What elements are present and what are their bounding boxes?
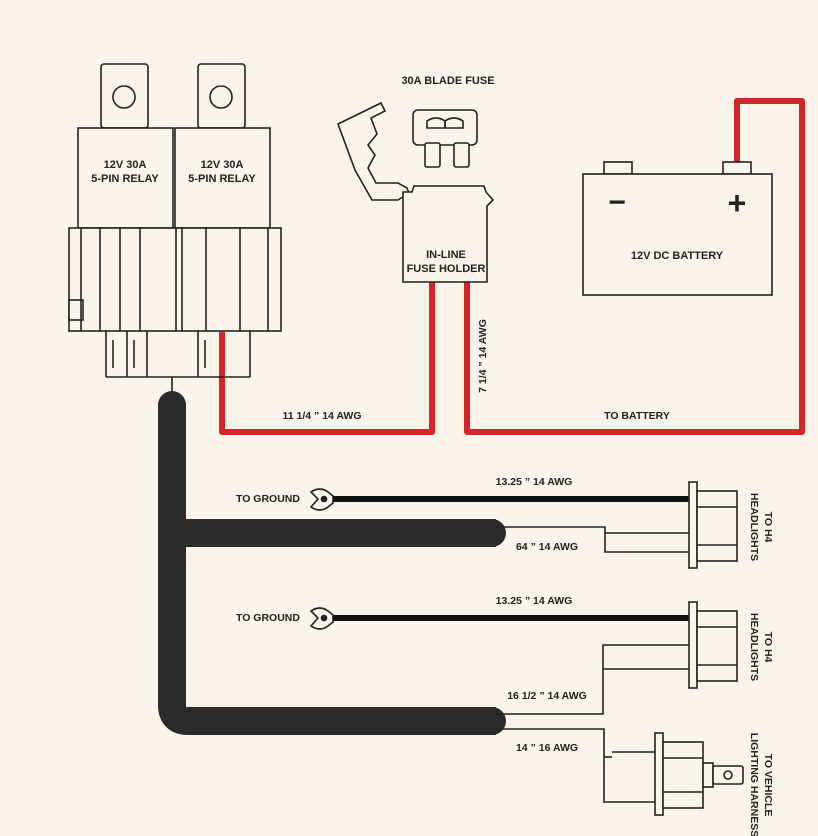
relay-pins <box>105 331 251 392</box>
relay-housing <box>68 227 282 332</box>
fuse-prong-right <box>453 142 470 168</box>
housing-tab <box>68 299 84 321</box>
relay1-label-line2: 5-PIN RELAY <box>91 173 159 185</box>
h4-connector-1-body <box>696 490 738 562</box>
battery-body <box>582 173 773 296</box>
vehicle-branch: 14 ” 16 AWG TO VEHICLE LIGHTING HARNESS <box>496 728 774 836</box>
vehicle-connector-plug <box>654 732 664 816</box>
blade-fuse: 30A BLADE FUSE <box>401 75 495 168</box>
fuse-holder-body <box>402 185 495 283</box>
relay2-label-line1: 12V 30A <box>201 159 244 171</box>
main-harness <box>158 391 506 735</box>
vehicle-connector-body <box>662 741 704 809</box>
relay-assembly: 12V 30A 5-PIN RELAY 12V 30A 5-PIN RELAY <box>68 63 282 392</box>
headlight-branch-2: TO GROUND 13.25 ” 14 AWG 16 1/2 ” 14 AWG… <box>236 595 774 715</box>
red-wires <box>219 98 805 435</box>
wire-label-ground2: 13.25 ” 14 AWG <box>496 595 573 607</box>
relay1-body <box>77 127 174 229</box>
headlights2-label-line1: TO H4 <box>762 632 774 663</box>
ring-terminal-icon <box>309 488 334 511</box>
ground1-label: TO GROUND <box>236 493 300 505</box>
fuse-holder-label-line1: IN-LINE <box>426 249 466 261</box>
battery-terminal-positive <box>722 161 752 175</box>
wire-label-fuse-vertical: 7 1/4 ” 14 AWG <box>477 319 489 393</box>
fuse-holder: IN-LINE FUSE HOLDER <box>336 101 495 283</box>
relay1-mount-tab <box>100 63 149 129</box>
h4-connector-1 <box>688 481 738 569</box>
relay1-label-line1: 12V 30A <box>104 159 147 171</box>
headlights2-label-line2: HEADLIGHTS <box>748 613 760 681</box>
relay2-body <box>174 127 271 229</box>
wire-label-to-battery: TO BATTERY <box>604 410 670 422</box>
wire-fuse-to-battery <box>464 98 805 435</box>
fuse-prong-left <box>424 142 441 168</box>
relay2-label-line2: 5-PIN RELAY <box>188 173 256 185</box>
battery: − + 12V DC BATTERY <box>582 161 773 296</box>
battery-terminal-negative <box>603 161 633 175</box>
vehicle-label-line2: LIGHTING HARNESS <box>748 733 760 836</box>
vehicle-connector-blade <box>712 765 744 785</box>
headlights1-label-line1: TO H4 <box>762 512 774 543</box>
h4-connector-2-body <box>696 610 738 682</box>
battery-label: 12V DC BATTERY <box>631 250 724 262</box>
h4-connector-2 <box>688 601 738 689</box>
vehicle-label-line1: TO VEHICLE <box>762 754 774 817</box>
fuse-holder-label-line2: FUSE HOLDER <box>407 263 486 275</box>
wire-label-h2: 16 1/2 ” 14 AWG <box>507 690 587 702</box>
vehicle-connector <box>654 732 744 816</box>
wire-relay-to-fuse <box>219 282 435 435</box>
headlights1-label-line2: HEADLIGHTS <box>748 493 760 561</box>
relay1-mount-hole <box>112 85 136 109</box>
wire-label-h1: 64 ” 14 AWG <box>516 541 578 553</box>
h4-connector-2-plug <box>688 601 698 689</box>
fuse-holder-cap <box>336 101 410 201</box>
fuse-label: 30A BLADE FUSE <box>401 75 494 87</box>
headlight-branch-1: TO GROUND 13.25 ” 14 AWG 64 ” 14 AWG TO … <box>236 476 774 569</box>
relay2-mount-tab <box>197 63 246 129</box>
wire-label-relay-fuse: 11 1/4 ” 14 AWG <box>283 410 362 422</box>
wire-label-vehicle: 14 ” 16 AWG <box>516 742 578 754</box>
battery-plus-sign: + <box>728 185 747 221</box>
wire-label-ground1: 13.25 ” 14 AWG <box>496 476 573 488</box>
relay2-mount-hole <box>209 85 233 109</box>
ground2-label: TO GROUND <box>236 612 300 624</box>
battery-minus-sign: − <box>608 186 626 219</box>
vehicle-connector-neck <box>702 762 714 788</box>
h4-connector-1-plug <box>688 481 698 569</box>
ring-terminal-icon <box>309 607 334 630</box>
